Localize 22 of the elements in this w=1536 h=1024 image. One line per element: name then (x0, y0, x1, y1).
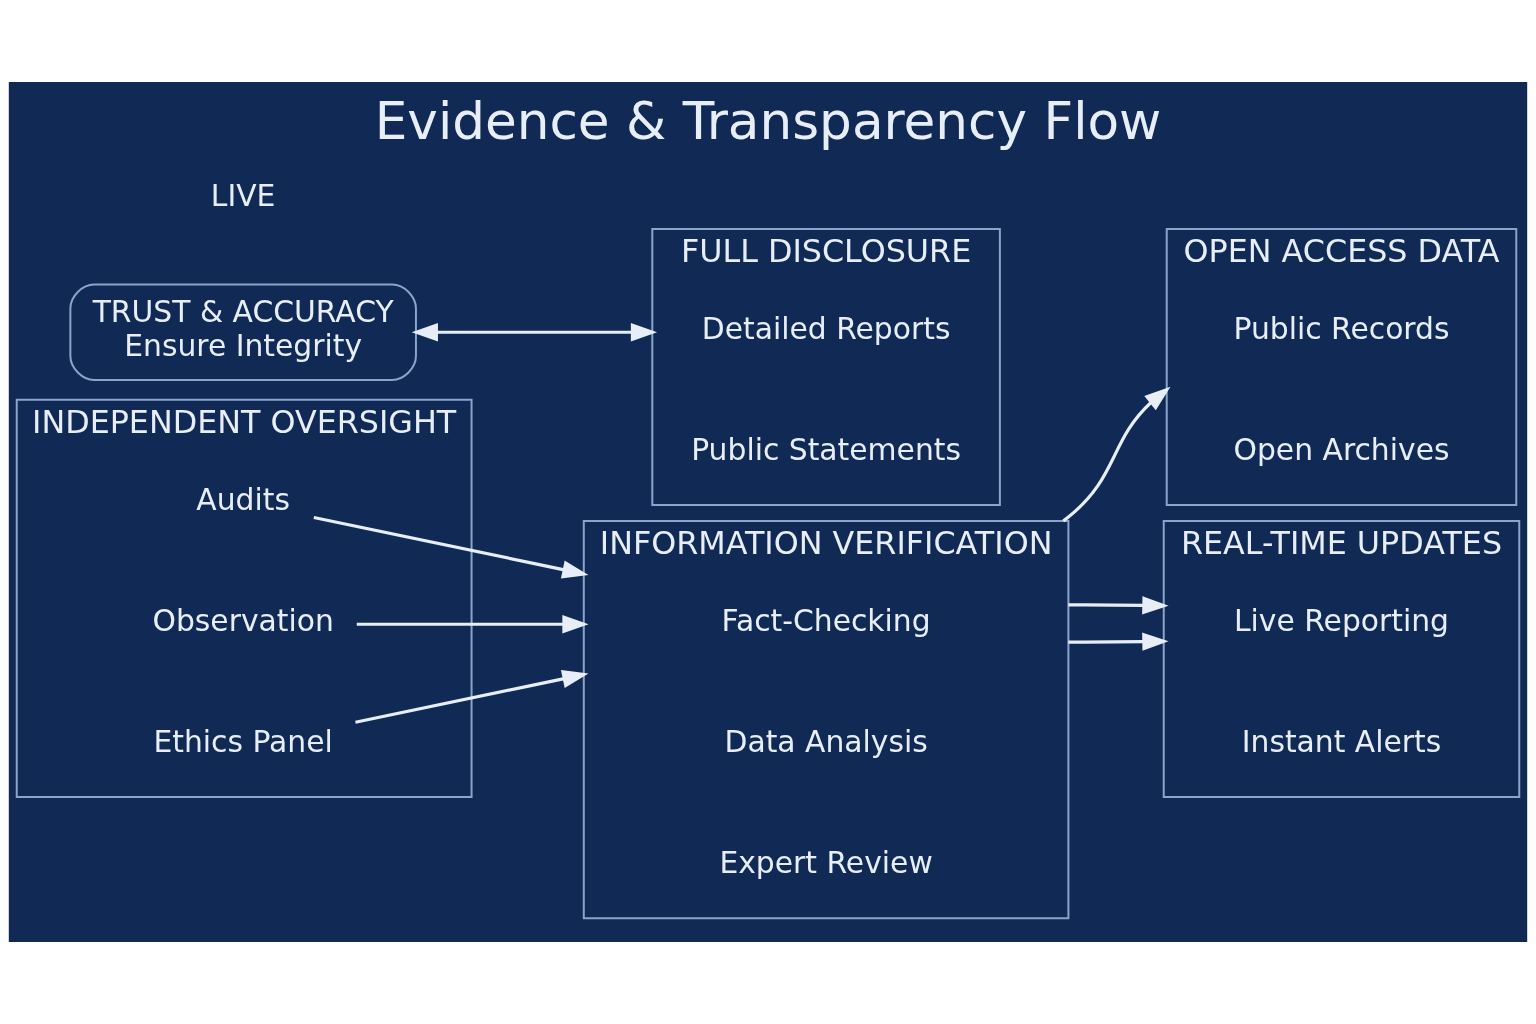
node-text: Open Archives (1233, 432, 1450, 468)
label: LIVE (210, 178, 276, 214)
node-text: Data Analysis (724, 724, 928, 760)
node-text: Detailed Reports (701, 311, 951, 347)
arrow (1068, 596, 1169, 615)
node-text: Ethics Panel (153, 724, 333, 760)
node-text: Public Statements (691, 432, 962, 468)
node-text: Live Reporting (1233, 603, 1450, 639)
arrow (411, 323, 658, 342)
node-text: Public Records (1233, 311, 1450, 347)
node-text: Instant Alerts (1241, 724, 1442, 760)
node-box: TRUST & ACCURACY Ensure Integrity (69, 283, 417, 381)
arrow (1068, 632, 1169, 651)
node-text: Expert Review (719, 845, 933, 881)
node-text: Fact-Checking (721, 603, 931, 639)
arrow (313, 515, 589, 579)
node-text: Observation (152, 603, 334, 639)
diagram-title: Evidence & Transparency Flow (374, 91, 1162, 152)
arrow (1062, 386, 1171, 523)
arrow (355, 669, 589, 724)
node-text: Audits (196, 482, 290, 518)
arrow (356, 615, 589, 634)
